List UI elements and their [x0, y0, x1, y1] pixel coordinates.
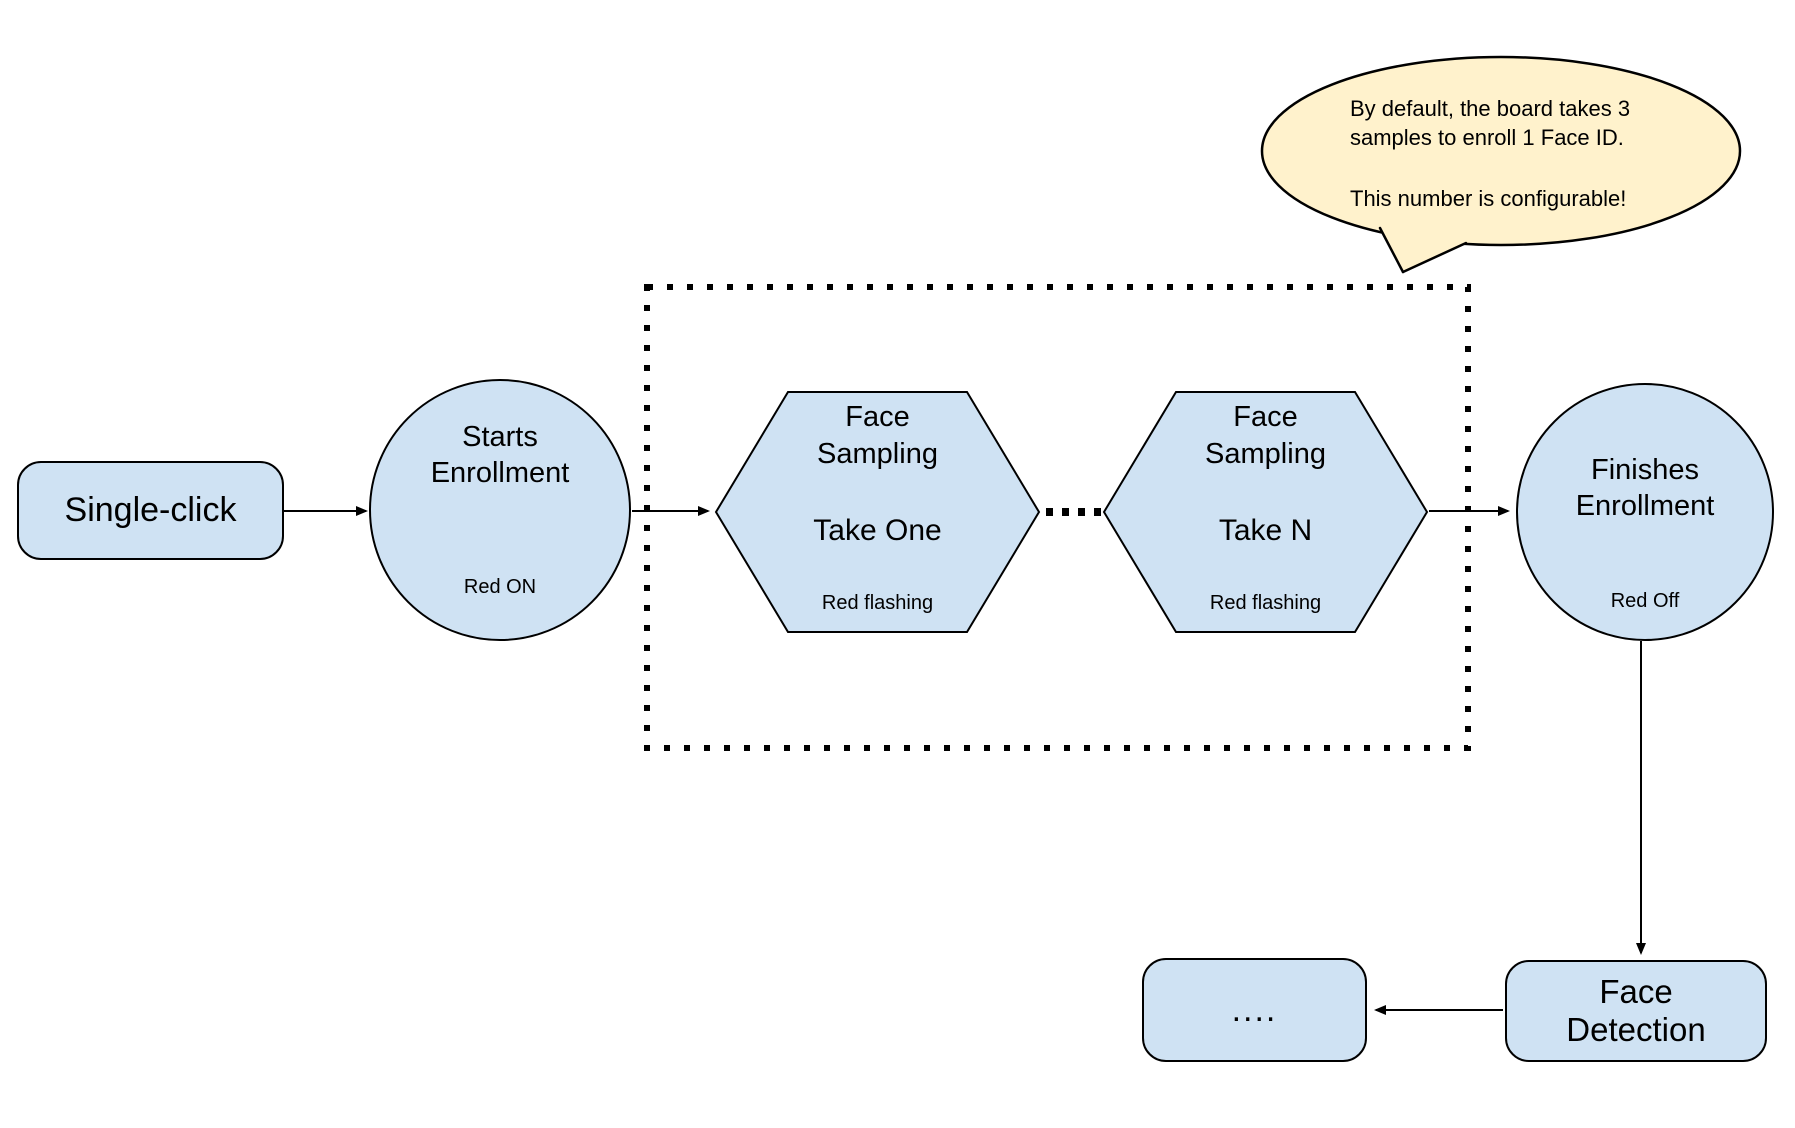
face-sampling-take-n-title-line1: Face	[1233, 401, 1298, 433]
callout-text-line3: This number is configurable!	[1350, 186, 1627, 211]
face-sampling-take-one-title: Face Sampling	[716, 399, 1039, 473]
face-sampling-take-n-hexagon	[1102, 391, 1429, 633]
ellipsis-node-label: ....	[1231, 990, 1278, 1029]
finishes-enrollment-name-line2: Enrollment	[1575, 490, 1715, 522]
starts-enrollment-led-status: Red ON	[463, 576, 537, 598]
face-sampling-take-one-hexagon	[714, 391, 1041, 633]
face-sampling-take-n-title: Face Sampling	[1104, 399, 1427, 473]
face-detection-label-line1: Face	[1599, 973, 1673, 1010]
starts-enrollment-name: Starts Enrollment	[371, 419, 629, 491]
face-sampling-take-one-led-status: Red flashing	[821, 592, 934, 614]
finishes-enrollment-led-status: Red Off	[1610, 590, 1680, 612]
callout-bubble-ellipse	[1260, 55, 1742, 247]
callout-bubble-tail	[1380, 226, 1468, 272]
face-sampling-take-one-title-line1: Face	[845, 401, 910, 433]
finishes-enrollment-name-line1: Finishes	[1591, 454, 1699, 486]
face-sampling-take-n-title-line2: Sampling	[1205, 438, 1326, 470]
finishes-enrollment-name: Finishes Enrollment	[1518, 452, 1772, 524]
face-detection-node: Face Detection	[1505, 960, 1767, 1062]
face-sampling-take-one-title-line2: Sampling	[817, 438, 938, 470]
callout-tail-left-edge	[1378, 226, 1405, 274]
single-click-label: Single-click	[64, 491, 237, 529]
callout-tail-right-edge	[1401, 241, 1468, 274]
single-click-node: Single-click	[17, 461, 284, 560]
ellipsis-node: ....	[1142, 958, 1367, 1062]
starts-enrollment-name-line1: Starts	[462, 421, 538, 453]
face-detection-label-line2: Detection	[1566, 1011, 1706, 1048]
face-sampling-take-n-led-status: Red flashing	[1209, 592, 1322, 614]
face-detection-label: Face Detection	[1507, 962, 1765, 1060]
starts-enrollment-node: Starts Enrollment Red ON	[369, 379, 631, 641]
face-sampling-take-one-step: Take One	[813, 514, 942, 547]
callout-text-line1: By default, the board takes 3	[1350, 96, 1631, 121]
starts-enrollment-name-line2: Enrollment	[430, 457, 570, 489]
callout-text-line2: samples to enroll 1 Face ID.	[1350, 125, 1624, 150]
face-sampling-take-n-step: Take N	[1218, 514, 1313, 547]
finishes-enrollment-node: Finishes Enrollment Red Off	[1516, 383, 1774, 641]
